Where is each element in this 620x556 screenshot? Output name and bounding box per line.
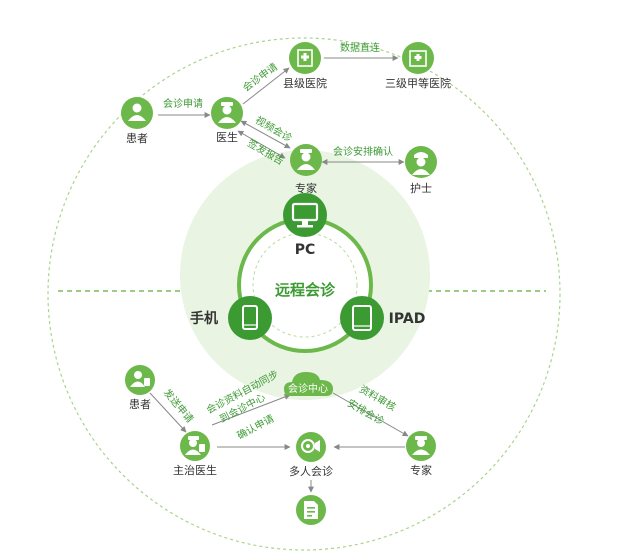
device-ipad: IPAD	[340, 296, 425, 340]
edge-label-video: 视频会诊	[253, 113, 294, 144]
phone-badge	[228, 296, 272, 340]
node-label: 主治医生	[173, 463, 217, 477]
ipad-label: IPAD	[389, 311, 426, 327]
node-label: 医生	[216, 130, 238, 144]
node-expert-bottom: 专家	[406, 431, 436, 477]
outer-dashed-circle	[47, 37, 561, 551]
node-label: 患者	[126, 132, 148, 145]
edge-doctor-county	[242, 67, 290, 105]
doctor-icon	[297, 149, 315, 170]
pc-label: PC	[295, 242, 316, 258]
doctor-icon	[218, 102, 236, 123]
edge-label-arrange: 会诊安排确认	[333, 145, 393, 158]
node-label: 县级医院	[283, 76, 327, 90]
center-inner-dashed	[252, 232, 358, 338]
monitor-icon	[291, 202, 319, 228]
node-multi: 多人会诊	[289, 432, 333, 478]
phone-label: 手机	[190, 310, 218, 327]
node-label: 三级甲等医院	[385, 76, 451, 90]
node-label: 专家	[410, 463, 432, 477]
person-icon	[128, 103, 146, 121]
edge-doctor-expert-2	[237, 130, 286, 159]
node-nurse: 护士	[405, 146, 437, 195]
node-patient-bottom: 患者	[125, 365, 155, 411]
doctor-tablet-icon	[185, 436, 205, 455]
hospital-icon	[409, 50, 427, 67]
edge-label-confirm: 确认申请	[235, 412, 276, 442]
node-label: 会诊中心	[288, 382, 328, 395]
pc-badge	[283, 193, 327, 237]
edge-patient-attending	[149, 392, 187, 433]
node-label: 专家	[295, 181, 317, 195]
node-doctor-top: 医生	[211, 97, 243, 144]
node-label: 多人会诊	[289, 464, 333, 478]
node-cloud: 会诊中心	[284, 372, 333, 396]
nurse-icon	[412, 152, 430, 175]
doctor-icon	[412, 436, 430, 455]
report-icon	[304, 501, 318, 519]
node-label: 护士	[410, 181, 432, 195]
edge-attending-cloud	[211, 394, 291, 426]
camera-icon	[301, 439, 320, 453]
phone-icon	[242, 305, 258, 330]
center-title: 远程会诊	[275, 281, 336, 299]
edge-label-data: 数据直连	[340, 41, 380, 54]
node-expert-top: 专家	[290, 144, 322, 195]
node-attending: 主治医生	[173, 431, 217, 477]
person-tablet-icon	[130, 371, 150, 387]
node-county-hospital: 县级医院	[283, 42, 327, 90]
node-patient-top: 患者	[121, 97, 153, 145]
device-pc: PC	[283, 193, 327, 258]
device-phone: 手机	[190, 296, 272, 340]
hospital-icon	[297, 49, 313, 67]
edge-label-apply-1: 会诊申请	[163, 97, 203, 110]
edge-label-send-apply: 发送申请	[161, 386, 197, 425]
node-report	[296, 495, 326, 525]
edge-cloud-expert	[332, 392, 409, 437]
tablet-icon	[352, 305, 372, 331]
edge-label-apply-2: 会诊申请	[240, 60, 280, 94]
ipad-badge	[340, 296, 384, 340]
node-label: 患者	[129, 398, 151, 411]
node-tertiary-hospital: 三级甲等医院	[385, 42, 451, 90]
cloud-icon	[284, 372, 333, 396]
